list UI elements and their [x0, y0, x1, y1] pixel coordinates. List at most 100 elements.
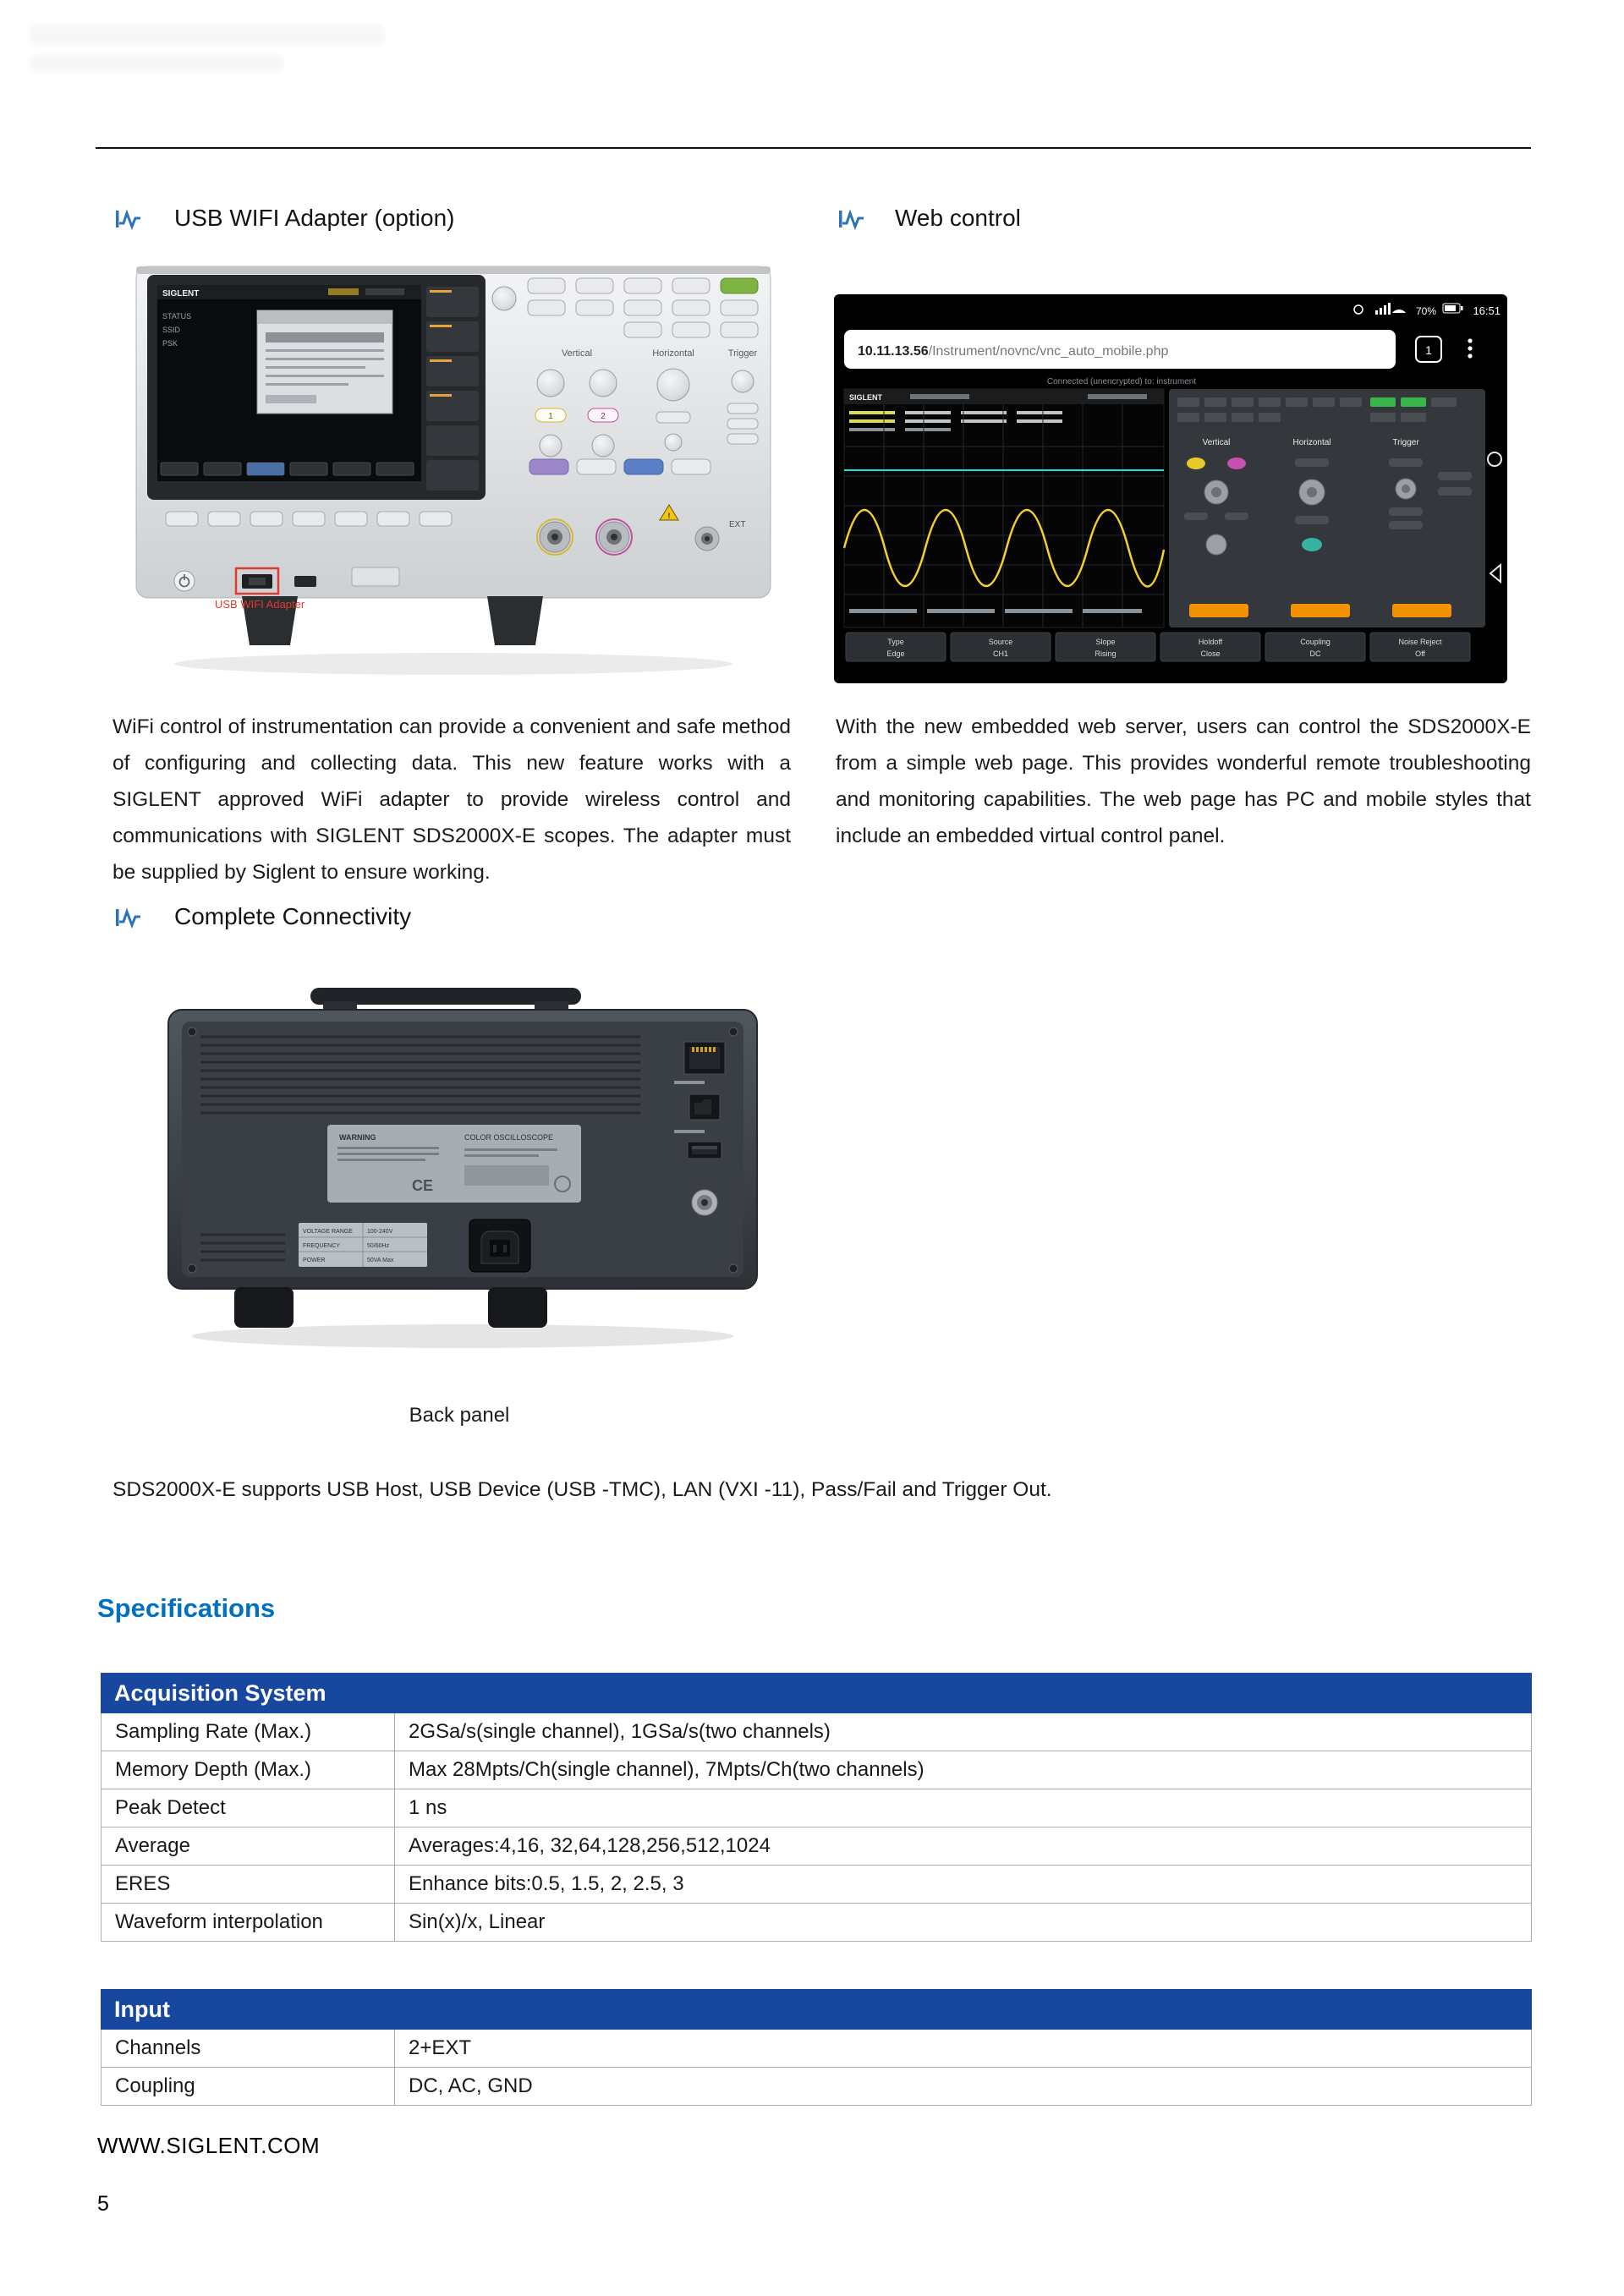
table-row: Waveform interpolation Sin(x)/x, Linear: [101, 1904, 1532, 1942]
lan-port: [683, 1041, 726, 1075]
ch2-scale-knob: [589, 369, 617, 397]
spec-label: Average: [102, 1827, 395, 1865]
svg-text:POWER: POWER: [303, 1258, 325, 1263]
connectivity-note: SDS2000X-E supports USB Host, USB Device…: [112, 1478, 1052, 1501]
spec-value: Sin(x)/x, Linear: [409, 1910, 546, 1933]
roll-button: [1302, 538, 1322, 551]
spec-value: Enhance bits:0.5, 1.5, 2, 2.5, 3: [409, 1872, 684, 1895]
vents: [200, 1035, 640, 1262]
brand-logo: SIGLENT: [162, 289, 199, 299]
spec-value: Max 28Mpts/Ch(single channel), 7Mpts/Ch(…: [409, 1758, 924, 1781]
pulse-icon: [112, 903, 141, 932]
panel-orange-button: [1392, 604, 1451, 617]
horizontal-position-knob: [664, 433, 683, 452]
svg-text:Edge: Edge: [886, 649, 904, 658]
web-control-photo: 70% 16:51 10.11.13.56/Instrument/novnc/v…: [834, 294, 1507, 683]
ext-label: EXT: [729, 520, 745, 529]
svg-text:DC: DC: [1310, 649, 1321, 658]
run-stop-button: [720, 277, 759, 294]
page-number: 5: [97, 2192, 109, 2216]
spec-value: 2GSa/s(single channel), 1GSa/s(two chann…: [409, 1720, 831, 1743]
battery-percent: 70%: [1416, 305, 1436, 317]
spec-value: 2+EXT: [409, 2036, 472, 2059]
svg-text:!: !: [668, 512, 671, 520]
spec-label: Sampling Rate (Max.): [102, 1713, 395, 1751]
pulse-icon: [836, 205, 864, 233]
section-title-wifi: USB WIFI Adapter (option): [174, 205, 455, 231]
vnc-status-text: Connected (unencrypted) to: instrument: [1047, 377, 1196, 386]
wifi-paragraph: WiFi control of instrumentation can prov…: [112, 715, 791, 884]
url-bar: 10.11.13.56/Instrument/novnc/vnc_auto_mo…: [844, 330, 1473, 369]
phone-status-bar: 70% 16:51: [1353, 303, 1501, 317]
table-row: Channels 2+EXT: [101, 2030, 1532, 2068]
ce-mark: CE: [412, 1177, 433, 1194]
section-title-web: Web control: [895, 205, 1021, 231]
ch2-position-knob: [591, 434, 615, 458]
screen-label-ssid: SSID: [162, 326, 181, 334]
usb-device-port: [689, 1093, 721, 1121]
warning-text: WARNING: [339, 1133, 376, 1142]
spec-label: Waveform interpolation: [102, 1904, 395, 1941]
ch1-scale-knob: [536, 369, 565, 397]
scope-foot: [487, 596, 543, 645]
ch1-virtual-button: [1187, 458, 1205, 469]
graticule: [844, 404, 1164, 627]
front-screen: SIGLENT STATUS SSID PSK: [147, 275, 486, 500]
ch1-trace: [842, 508, 1166, 588]
usb-wifi-annotation: USB WIFI Adapter: [215, 598, 305, 611]
scan-artifact: [30, 24, 385, 46]
control-panel: Vertical Horizontal Trigger 1 2: [491, 277, 759, 475]
section-title-connectivity: Complete Connectivity: [174, 903, 412, 929]
clock-text: 16:51: [1473, 304, 1501, 317]
table-row: Coupling DC, AC, GND: [101, 2068, 1532, 2106]
svg-text:FREQUENCY: FREQUENCY: [303, 1243, 340, 1249]
alarm-icon: [1353, 304, 1363, 315]
usb-host-port: [687, 1141, 722, 1159]
svg-text:Holdoff: Holdoff: [1199, 638, 1223, 646]
wifi-icon: [1392, 310, 1406, 313]
shadow: [192, 1324, 733, 1348]
web-paragraph: With the new embedded web server, users …: [836, 715, 1531, 847]
svg-text:50/60Hz: 50/60Hz: [367, 1243, 390, 1249]
url-host: 10.11.13.56: [858, 344, 929, 359]
site-footer: WWW.SIGLENT.COM: [97, 2133, 321, 2158]
svg-text:Coupling: Coupling: [1300, 638, 1330, 646]
input-table: Input Channels 2+EXT Coupling DC, AC, GN…: [101, 1989, 1532, 2106]
svg-text:1: 1: [548, 412, 553, 421]
ch1-position-knob: [539, 434, 562, 458]
spec-label: Coupling: [102, 2068, 395, 2105]
spec-label: Peak Detect: [102, 1789, 395, 1827]
back-panel-photo: WARNING CE COLOR OSCILLOSCOPE VOLTAGE RA…: [133, 981, 793, 1362]
decode-button: [623, 458, 664, 475]
back-nav-icon: [1489, 562, 1501, 584]
svg-text:10.11.13.56/Instrument/novnc/v: 10.11.13.56/Instrument/novnc/vnc_auto_mo…: [858, 344, 1168, 359]
table-row: Peak Detect 1 ns: [101, 1789, 1532, 1827]
ch2-button: [587, 408, 619, 423]
rating-label-plate: WARNING CE COLOR OSCILLOSCOPE: [327, 1125, 581, 1203]
ch2-virtual-button: [1227, 458, 1246, 469]
rear-foot: [488, 1287, 547, 1328]
ch1-button: [535, 408, 567, 423]
svg-text:CH1: CH1: [993, 649, 1008, 658]
bnc-connectors: ! EXT: [536, 504, 745, 556]
home-nav-icon: [1487, 452, 1502, 467]
specifications-heading: Specifications: [97, 1593, 276, 1623]
svg-text:Close: Close: [1200, 649, 1220, 658]
screws: [187, 1027, 738, 1274]
ac-power-inlet: [469, 1219, 531, 1273]
trigger-level-knob: [731, 370, 754, 393]
svg-text:Rising: Rising: [1095, 649, 1116, 658]
pulse-icon: [112, 205, 141, 233]
measurement-readouts: [849, 411, 1062, 431]
warning-triangle-icon: [659, 504, 679, 521]
plate-title: COLOR OSCILLOSCOPE: [464, 1133, 553, 1142]
pass-fail-bnc: [691, 1189, 718, 1216]
panel-orange-button: [1291, 604, 1350, 617]
screen-label-status: STATUS: [162, 312, 191, 321]
horizontal-label: Horizontal: [1292, 438, 1330, 447]
table-row: ERES Enhance bits:0.5, 1.5, 2, 2.5, 3: [101, 1866, 1532, 1904]
svg-text:Type: Type: [887, 638, 904, 646]
top-rule: [96, 147, 1531, 149]
